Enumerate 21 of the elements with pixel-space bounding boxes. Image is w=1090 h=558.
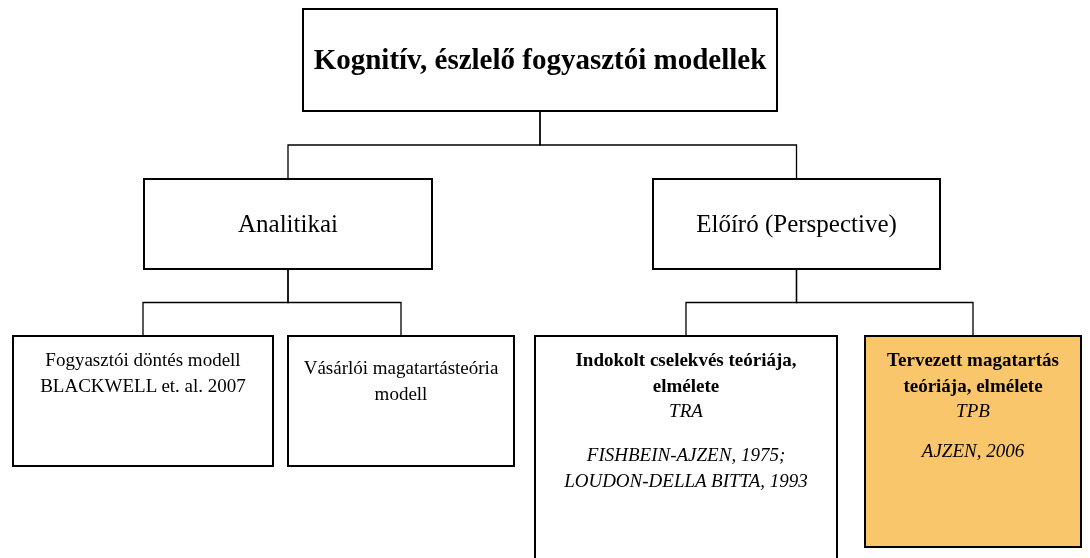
box-text: TRA — [669, 399, 703, 424]
box-text: Előíró (Perspective) — [696, 209, 897, 240]
connector-line — [539, 111, 798, 179]
box-text: TPB — [956, 399, 990, 424]
box-text: Fogyasztói döntés modell BLACKWELL et. al. 2007 — [39, 348, 247, 398]
box-text: Kognitív, észlelő fogyasztói modellek — [313, 42, 767, 78]
text-box — [534, 335, 838, 558]
text-box — [864, 335, 1082, 548]
connector-line — [795, 269, 974, 336]
box-text: Tervezett magatartás teóriája, elmélete — [886, 348, 1060, 398]
text-box — [652, 178, 941, 270]
text-box — [143, 178, 433, 270]
box-text: AJZEN, 2006 — [921, 438, 1025, 463]
box-text: Indokolt cselekvés teóriája, elmélete — [574, 348, 798, 398]
box-text: Analitikai — [238, 209, 338, 240]
box-text: FISHBEIN-AJZEN, 1975; LOUDON-DELLA BITTA, 1993 — [563, 442, 809, 493]
text-box — [12, 335, 274, 467]
text-box — [302, 8, 778, 112]
box-text: Vásárlói magatartásteória modell — [302, 356, 500, 406]
connector-line — [287, 269, 402, 336]
text-box — [287, 335, 515, 467]
